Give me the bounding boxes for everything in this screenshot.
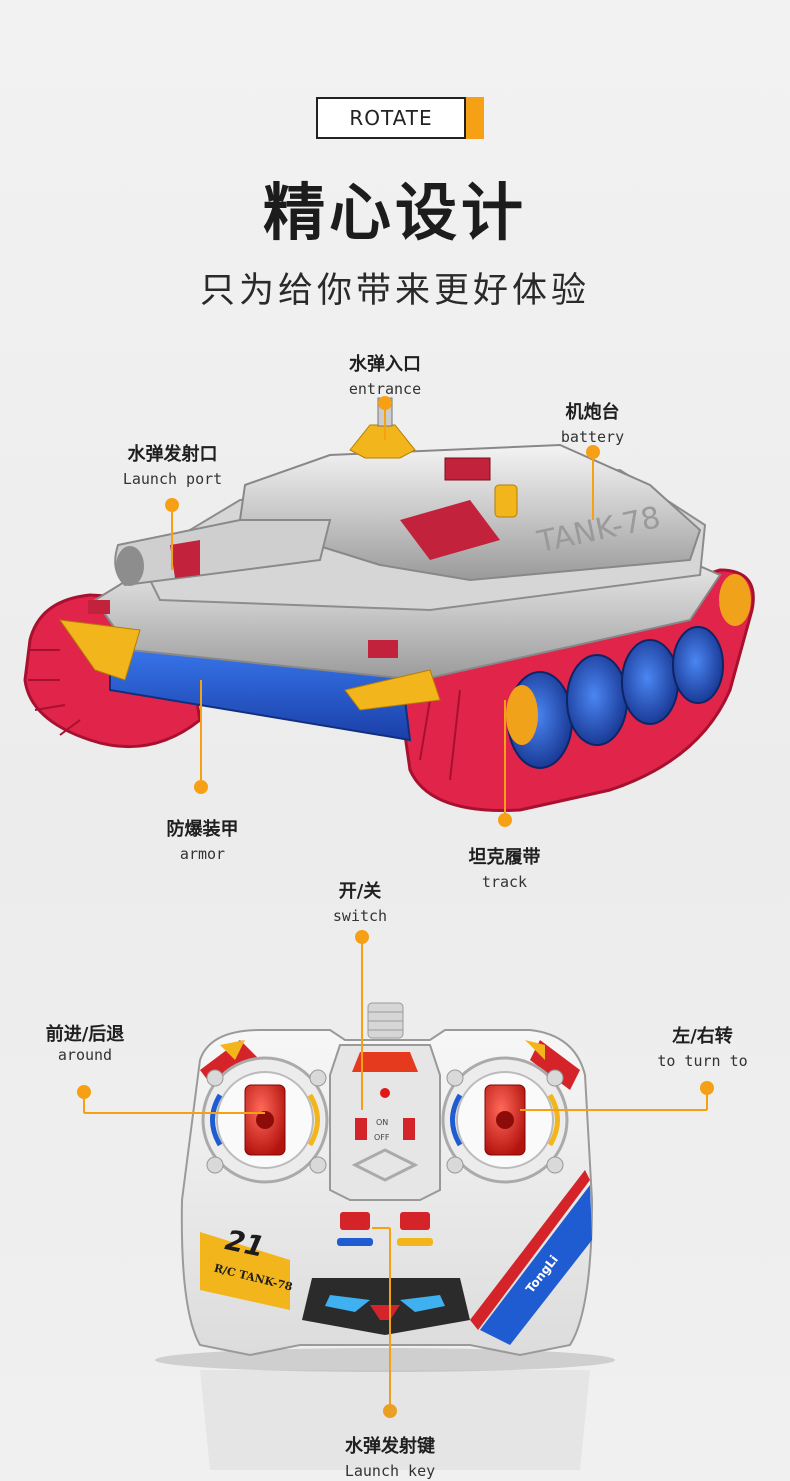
remote-number: 21 (222, 1223, 267, 1263)
on-text: ON (376, 1118, 388, 1127)
callout-entrance-cn: 水弹入口 (349, 354, 421, 375)
badge-accent-bar (466, 97, 484, 139)
callout-switch: 开/关 switch (305, 877, 415, 925)
callout-launch-key: 水弹发射键 Launch key (315, 1432, 465, 1480)
headline: 精心设计 (262, 176, 527, 249)
callout-launch-key-cn: 水弹发射键 (345, 1436, 435, 1457)
remote-controller: ON OFF 21 R/C TANK-78 TongLi (155, 1002, 615, 1372)
callout-track-cn: 坦克履带 (468, 847, 541, 868)
callout-forward-back-en: around (57, 1046, 113, 1064)
callout-left-right-en: to turn to (657, 1052, 748, 1070)
callout-entrance-en: entrance (348, 380, 422, 398)
callout-battery-en: battery (560, 428, 625, 446)
callout-left-right-cn: 左/右转 (672, 1026, 733, 1047)
callout-switch-cn: 开/关 (338, 881, 382, 902)
callout-armor-cn: 防爆装甲 (166, 819, 239, 840)
callout-battery-cn: 机炮台 (565, 402, 620, 423)
callout-launch-key-en: Launch key (344, 1462, 436, 1480)
subline: 只为给你带来更好体验 (199, 271, 590, 311)
callout-track: 坦克履带 track (442, 843, 567, 891)
callout-left-right: 左/右转 to turn to (640, 1022, 765, 1070)
callout-launch-port-en: Launch port (122, 470, 223, 488)
road-wheels (506, 574, 751, 769)
callout-armor-en: armor (179, 845, 226, 863)
callout-entrance: 水弹入口 entrance (330, 350, 440, 398)
callout-launch-port-cn: 水弹发射口 (127, 444, 218, 465)
callout-launch-port: 水弹发射口 Launch port (100, 440, 245, 488)
remote-reflection (200, 1370, 590, 1470)
tank: TANK-78 (23, 397, 755, 812)
callout-track-en: track (481, 873, 528, 891)
off-text: OFF (374, 1133, 390, 1142)
callout-forward-back-cn: 前进/后退 (45, 1024, 125, 1045)
remote-callouts (77, 930, 714, 1418)
callout-armor: 防爆装甲 armor (140, 815, 265, 863)
rotate-badge-text: ROTATE (349, 106, 433, 130)
callout-battery: 机炮台 battery (535, 398, 650, 446)
rotate-badge: ROTATE (316, 97, 466, 139)
callout-forward-back: 前进/后退 around (20, 1020, 150, 1064)
tank-callouts (165, 396, 600, 827)
callout-switch-en: switch (332, 907, 388, 925)
